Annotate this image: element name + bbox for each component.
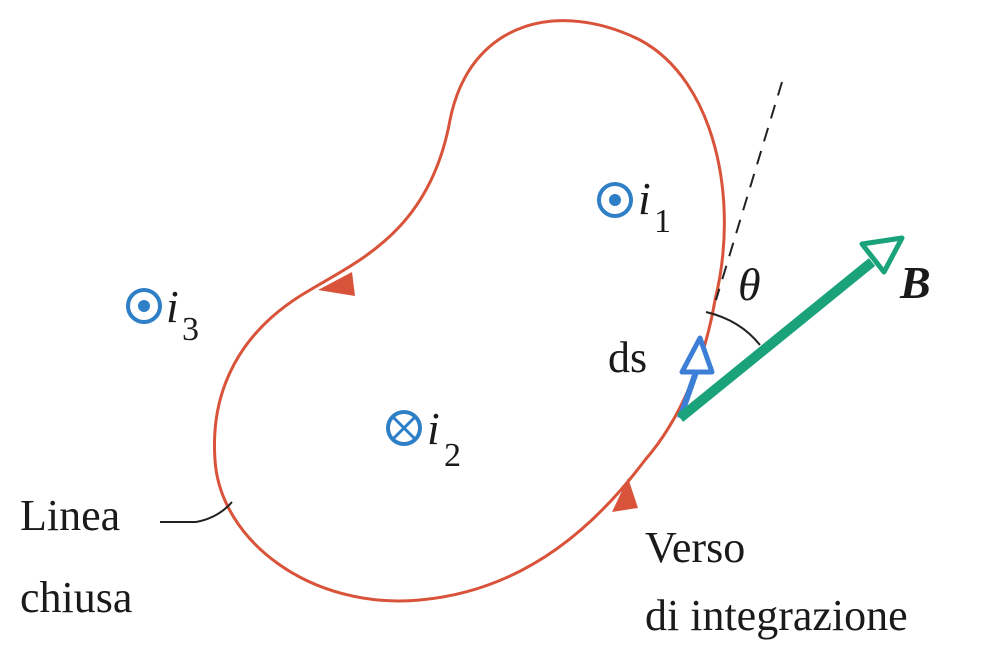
closed-curve-label-line1: Linea	[20, 491, 120, 540]
ds-vector-arrowhead	[679, 335, 715, 375]
current-3-subscript: 3	[182, 311, 199, 348]
current-2-subscript: 2	[444, 437, 461, 474]
current-3-symbol: i	[166, 281, 179, 332]
current-into-page-icon	[386, 410, 422, 446]
curve-arrowhead-lower	[612, 478, 638, 512]
closed-curve	[212, 19, 726, 603]
tangent-dashed-line	[715, 81, 783, 301]
current-out-of-page-icon	[597, 182, 633, 218]
integration-direction-label-line1: Verso	[645, 523, 745, 572]
current-2-symbol: i	[427, 403, 440, 454]
closed-curve-leader-line	[160, 501, 233, 523]
b-vector-label: B	[899, 257, 931, 308]
closed-curve-label-line2: chiusa	[20, 573, 132, 622]
ds-vector-label: ds	[608, 333, 647, 382]
angle-theta-label: θ	[738, 259, 761, 310]
current-1-symbol: i	[638, 173, 651, 224]
angle-arc	[705, 311, 761, 346]
curve-arrowhead-upper	[318, 272, 355, 296]
b-vector-shaft	[676, 258, 876, 422]
b-vector-arrowhead	[859, 235, 905, 275]
current-out-of-page-icon	[126, 288, 162, 324]
current-1-subscript: 1	[654, 203, 671, 240]
integration-direction-label-line2: di integrazione	[645, 591, 908, 640]
